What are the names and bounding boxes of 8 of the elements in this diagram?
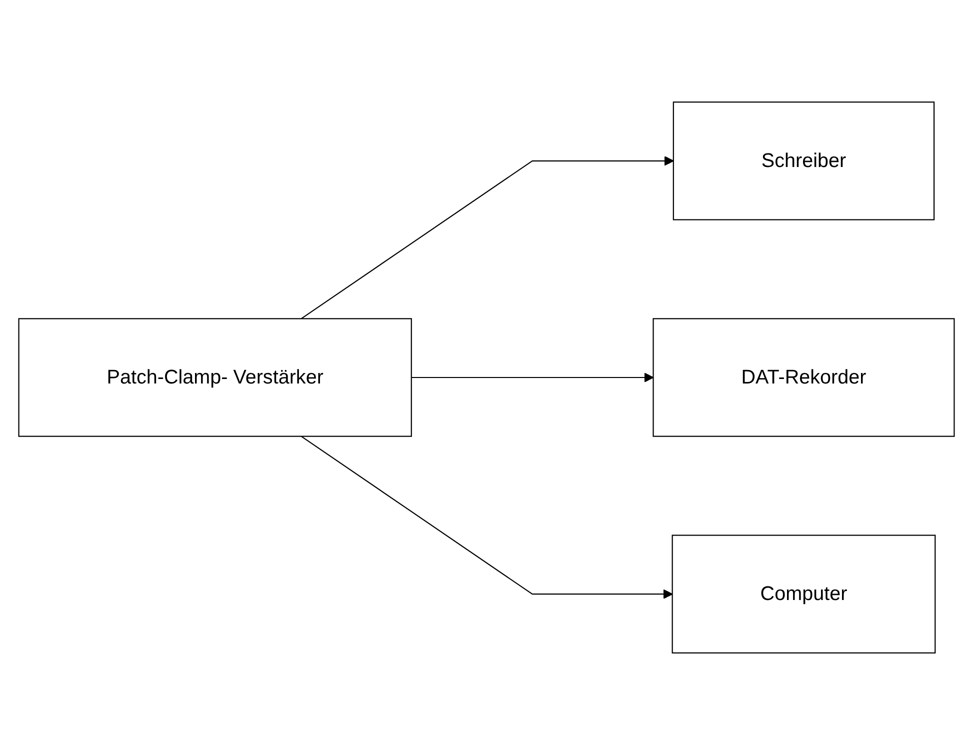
arrow (300, 436, 673, 599)
node-box (652, 318, 955, 437)
block-diagram: Patch-Clamp- Verstärker Schreiber DAT-Rekorder Computer (10, 10, 963, 745)
node-box (18, 318, 412, 437)
arrow (411, 372, 654, 382)
arrow (300, 156, 674, 320)
node-box (672, 534, 936, 654)
node-box (672, 102, 935, 220)
